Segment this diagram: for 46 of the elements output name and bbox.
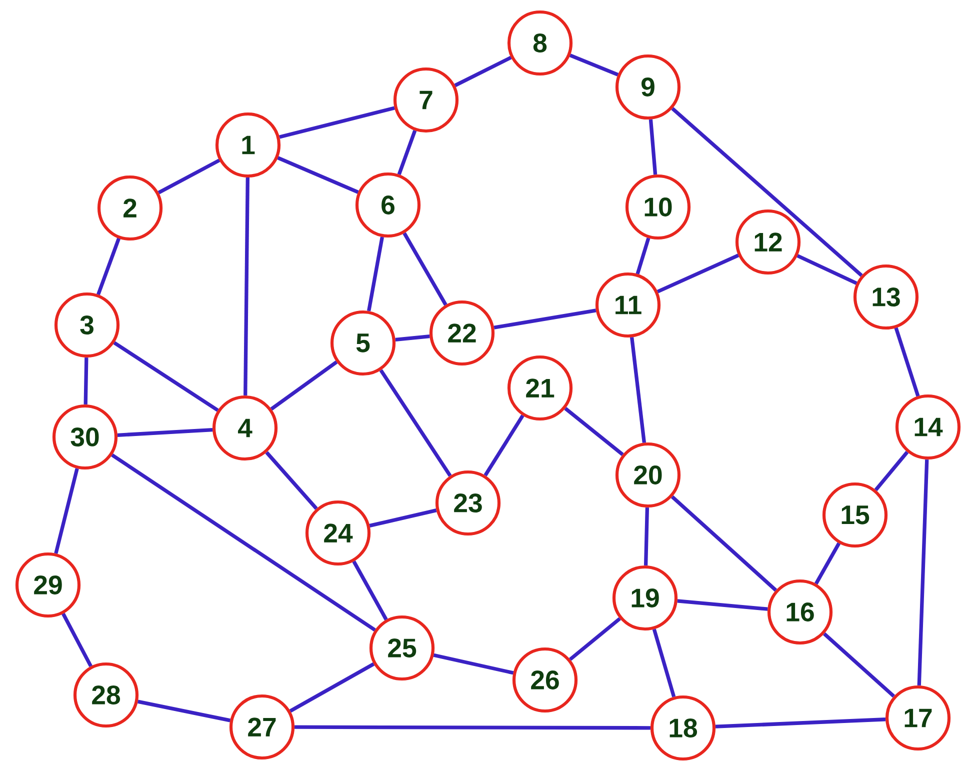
connector-line: [395, 334, 430, 342]
connector-line: [62, 612, 92, 668]
connector-line: [894, 327, 920, 397]
connector-line: [113, 341, 219, 412]
connector-line: [54, 468, 79, 554]
connector-line: [715, 718, 886, 728]
connector-line: [117, 428, 213, 437]
connector-line: [671, 107, 863, 277]
connector-line: [352, 560, 388, 620]
connector-line: [138, 700, 230, 722]
connector-line: [265, 451, 318, 510]
connector-line: [454, 56, 512, 88]
connector-line: [652, 628, 676, 698]
connector-line: [569, 54, 619, 76]
connector-line: [670, 495, 778, 592]
connector-line: [494, 308, 596, 330]
connector-line: [484, 414, 524, 476]
connector-line: [289, 662, 375, 713]
connector-line: [158, 158, 220, 194]
connector-line: [644, 507, 650, 566]
connector-line: [369, 508, 437, 528]
connector-line: [630, 337, 646, 443]
connector-line: [656, 254, 740, 294]
connector-line: [796, 254, 858, 285]
connector-line: [397, 130, 417, 176]
connector-line: [636, 238, 650, 274]
connector-line: [294, 725, 650, 730]
connector-line: [433, 653, 514, 675]
connector-line: [917, 459, 929, 686]
connector-line: [814, 542, 841, 585]
connector-line: [84, 358, 88, 404]
connector-line: [823, 632, 896, 698]
connector-line: [244, 178, 250, 396]
connector-line: [569, 617, 621, 661]
connector-line: [111, 454, 376, 632]
connector-line: [277, 156, 359, 194]
connector-line: [270, 360, 338, 410]
connector-line: [648, 119, 658, 175]
connector-line: [677, 599, 768, 611]
connector-line: [402, 232, 448, 306]
connector-line: [379, 369, 452, 477]
connector-line: [564, 406, 624, 456]
connector-line: [367, 236, 384, 312]
connector-line: [279, 106, 395, 139]
connector-line: [874, 450, 909, 492]
connector-line: [96, 238, 120, 296]
